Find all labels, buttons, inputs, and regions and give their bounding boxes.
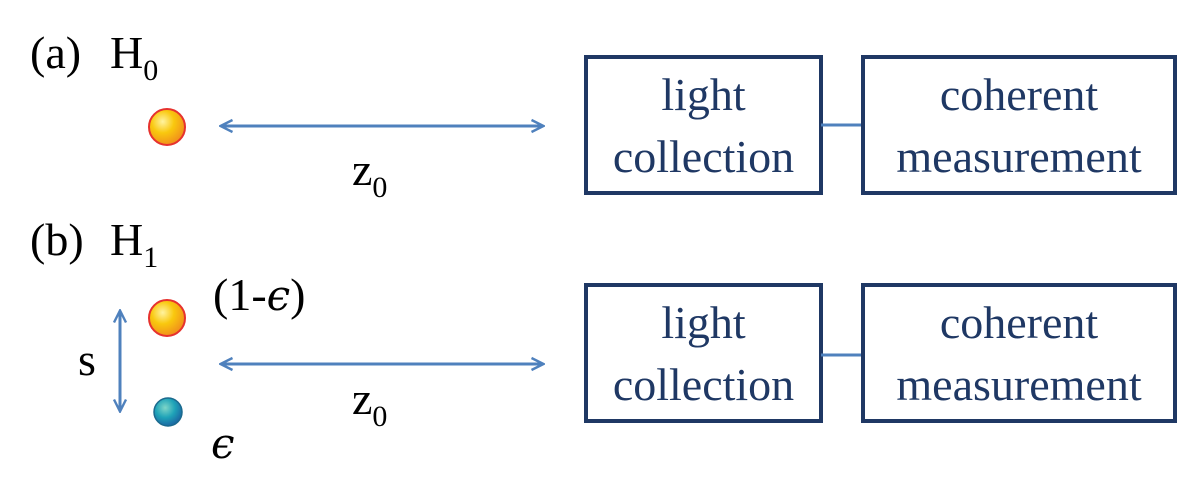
distance-label: z0 (352, 373, 387, 433)
weak-weight-label: ϵ (211, 419, 235, 468)
panel-b: (b) H1 (1-ϵ) s z0 ϵ light collection coh… (30, 214, 1177, 468)
coherent-measurement-line2: measurement (896, 131, 1141, 182)
panel-b-hypothesis: H1 (110, 214, 158, 274)
light-collection-line1: light (661, 69, 746, 120)
panel-a: (a) H0 z0 light collection coherent meas… (30, 27, 1177, 204)
coherent-measurement-line1: coherent (940, 297, 1099, 348)
source-weak-icon (153, 397, 183, 427)
coherent-measurement-box (861, 283, 1177, 423)
main-weight-label: (1-ϵ) (213, 269, 306, 320)
coherent-measurement-line1: coherent (940, 69, 1099, 120)
coherent-measurement-box (861, 55, 1177, 195)
source-main-icon (148, 299, 186, 337)
distance-label: z0 (352, 144, 387, 204)
panel-a-hypothesis: H0 (110, 27, 158, 87)
coherent-measurement-line2: measurement (896, 359, 1141, 410)
source-main-icon (148, 108, 186, 146)
light-collection-line1: light (661, 297, 746, 348)
light-collection-line2: collection (613, 131, 794, 182)
light-collection-box (584, 283, 823, 423)
separation-label: s (78, 334, 96, 385)
panel-a-tag: (a) (30, 27, 81, 78)
light-collection-line2: collection (613, 359, 794, 410)
panel-b-tag: (b) (30, 214, 84, 265)
